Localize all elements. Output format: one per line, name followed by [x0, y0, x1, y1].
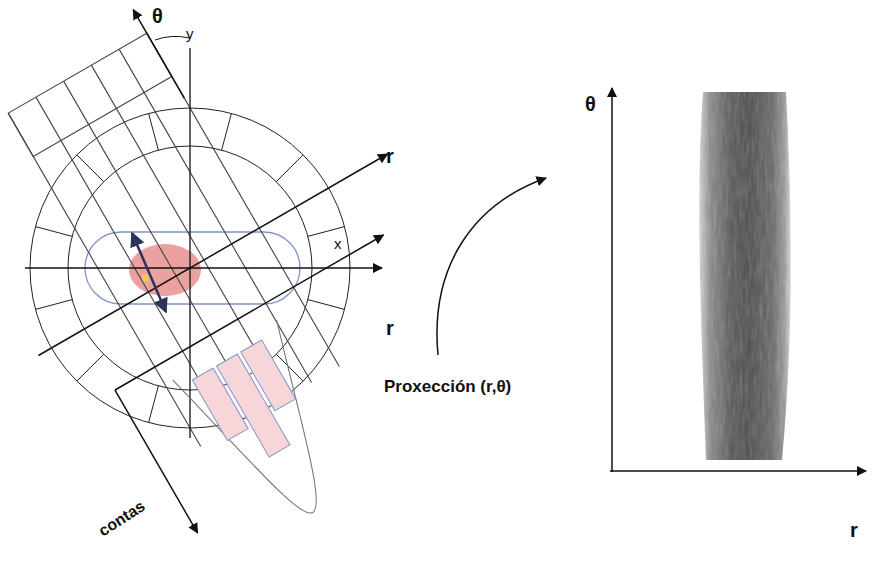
axis-label: Proxección (r,θ) [384, 378, 511, 395]
r-axis-plot [610, 470, 866, 472]
axis-label: θ [152, 6, 163, 26]
axis-label: r [386, 146, 394, 166]
detector-frame [0, 0, 467, 494]
axis-label: r [850, 520, 858, 540]
hot-spot [142, 274, 150, 282]
theta-axis-plot [611, 88, 613, 472]
axis-label: contas [96, 498, 148, 540]
sinogram [690, 88, 800, 464]
y-axis [189, 48, 190, 438]
axis-label: y [186, 26, 194, 41]
projection-frame [115, 235, 486, 566]
line-of-response [132, 233, 166, 312]
theta-arc [155, 36, 190, 40]
axis-label: θ [585, 94, 596, 114]
transform-arrow [437, 178, 546, 355]
axis-label: x [334, 236, 342, 251]
axis-label: r [386, 318, 394, 338]
